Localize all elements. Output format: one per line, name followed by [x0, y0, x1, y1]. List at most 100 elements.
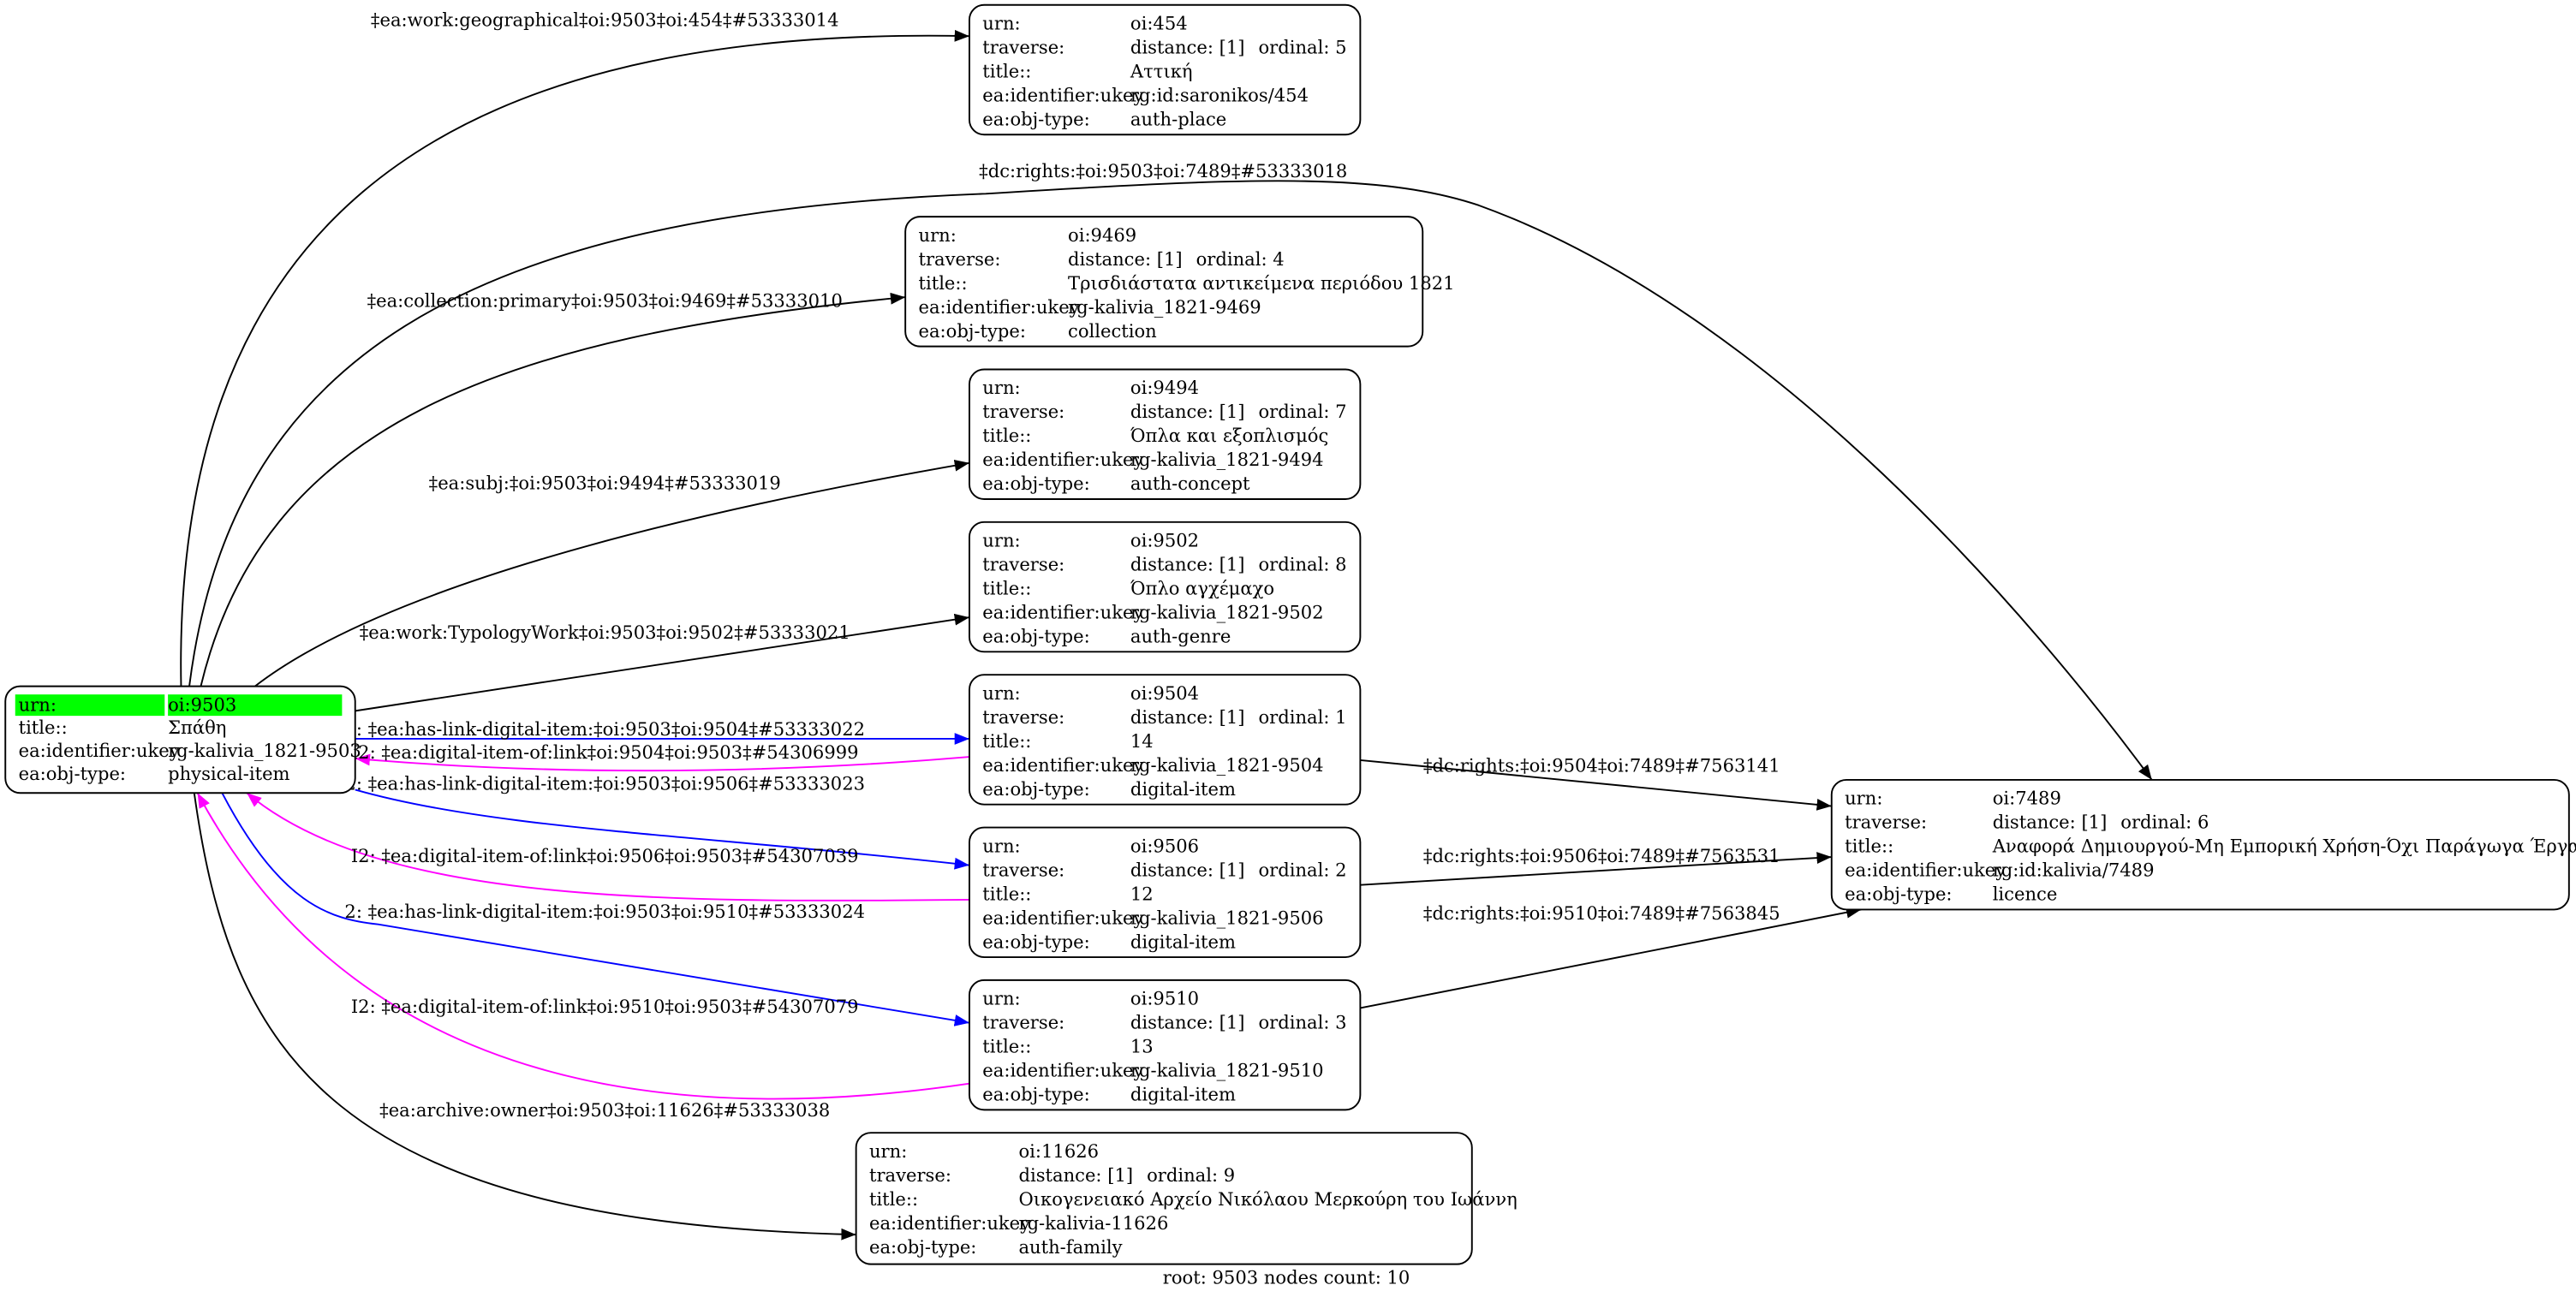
field-label: urn: — [982, 988, 1020, 1009]
field-label: urn: — [982, 530, 1020, 551]
field-label: urn: — [982, 13, 1020, 34]
node-box — [969, 3, 1362, 136]
graph-edge[interactable]: 2: ‡ea:has-link-digital-item:‡oi:9503‡oi… — [344, 718, 969, 745]
edge-line — [355, 753, 970, 772]
field-label: title:: — [919, 272, 968, 294]
graph-edge[interactable]: 2: ‡ea:has-link-digital-item:‡oi:9503‡oi… — [221, 792, 970, 1026]
graph-edge[interactable]: I2: ‡ea:digital-item-of:link‡oi:9506‡oi:… — [246, 792, 969, 901]
field-label: ea:identifier:ukey — [982, 907, 1143, 928]
graph-edge[interactable]: ‡dc:rights:‡oi:9506‡oi:7489‡#7563531 — [1360, 845, 1832, 886]
graph-edge[interactable]: ‡ea:work:TypologyWork‡oi:9503‡oi:9502‡#5… — [355, 613, 970, 712]
field-label: traverse: — [982, 706, 1064, 728]
node-box — [855, 1132, 1473, 1265]
edge-label: ‡dc:rights:‡oi:9506‡oi:7489‡#7563531 — [1423, 845, 1780, 866]
field-label: traverse: — [982, 401, 1064, 422]
field-value: oi:7489 — [1993, 788, 2061, 809]
edge-label: ‡dc:rights:‡oi:9503‡oi:7489‡#53333018 — [979, 160, 1347, 181]
graph-edge[interactable]: ‡ea:archive:owner‡oi:9503‡oi:11626‡#5333… — [193, 793, 856, 1240]
field-label: ea:obj-type: — [982, 931, 1089, 952]
field-label: ea:identifier:ukey — [19, 740, 180, 761]
field-value: oi:11626 — [1018, 1140, 1099, 1162]
field-label: ea:identifier:ukey — [982, 602, 1143, 623]
field-value: oi:9503 — [168, 693, 236, 715]
field-value: distance: [1] — [1130, 1012, 1245, 1033]
field-label: title:: — [19, 717, 68, 738]
edge-line — [254, 459, 970, 687]
edge-label: ‡dc:rights:‡oi:9504‡oi:7489‡#7563141 — [1423, 754, 1780, 776]
field-value: rg-kalivia_1821-9469 — [1068, 296, 1261, 318]
field-value: oi:9494 — [1130, 377, 1199, 398]
graph-edge[interactable]: ‡dc:rights:‡oi:9504‡oi:7489‡#7563141 — [1360, 754, 1832, 811]
field-value: digital-item — [1130, 1084, 1236, 1105]
field-label: title:: — [982, 1036, 1031, 1057]
field-label: urn: — [919, 224, 957, 246]
field-ordinal: ordinal: 7 — [1258, 401, 1346, 422]
edge-line — [1360, 759, 1832, 811]
field-value: distance: [1] — [1130, 37, 1245, 58]
graph-edge[interactable]: I2: ‡ea:digital-item-of:link‡oi:9510‡oi:… — [196, 792, 970, 1100]
field-label: ea:identifier:ukey — [919, 296, 1080, 318]
field-label: ea:identifier:ukey — [1845, 860, 2006, 881]
field-label: traverse: — [869, 1164, 951, 1186]
field-value: rg-kalivia_1821-9503 — [168, 740, 361, 761]
field-value: auth-concept — [1130, 473, 1250, 494]
graph-edge[interactable]: I2: ‡ea:digital-item-of:link‡oi:9504‡oi:… — [351, 741, 970, 772]
nodes-layer: urn: oi:454 traverse: distance: [1] ordinal:… — [4, 3, 2576, 1265]
field-value: distance: [1] — [1130, 706, 1245, 728]
edge-line — [246, 792, 969, 901]
field-label: title:: — [982, 883, 1031, 904]
field-label: ea:identifier:ukey — [869, 1212, 1030, 1234]
field-value: distance: [1] — [1130, 554, 1245, 575]
field-value: distance: [1] — [1993, 812, 2108, 833]
field-value: oi:9469 — [1068, 224, 1136, 246]
field-label: urn: — [1845, 788, 1882, 809]
field-value: 14 — [1130, 730, 1154, 752]
field-value: rg:id:saronikos/454 — [1130, 85, 1309, 106]
field-value: distance: [1] — [1130, 859, 1245, 880]
field-label: urn: — [869, 1140, 907, 1162]
field-value: oi:454 — [1130, 13, 1188, 34]
field-value: Οικογενειακό Αρχείο Νικόλαου Μερκούρη το… — [1018, 1188, 1517, 1210]
field-label: traverse: — [1845, 812, 1927, 833]
field-label: ea:obj-type: — [982, 626, 1089, 647]
field-value: rg-kalivia_1821-9510 — [1130, 1060, 1324, 1081]
edge-line — [180, 29, 969, 687]
graph-node-9494[interactable]: urn: oi:9494 traverse: distance: [1] ordinal… — [969, 368, 1362, 500]
field-label: title:: — [982, 730, 1031, 752]
field-label: ea:obj-type: — [982, 1084, 1089, 1105]
edge-label: ‡ea:work:TypologyWork‡oi:9503‡oi:9502‡#5… — [360, 622, 850, 643]
field-label: urn: — [982, 377, 1020, 398]
field-label: ea:obj-type: — [982, 109, 1089, 130]
graph-edge[interactable]: ‡dc:rights:‡oi:9510‡oi:7489‡#7563845 — [1360, 902, 1862, 1009]
field-label: ea:obj-type: — [19, 763, 126, 784]
field-value: oi:9502 — [1130, 530, 1199, 551]
edge-label: I2: ‡ea:digital-item-of:link‡oi:9506‡oi:… — [351, 845, 859, 866]
graph-edge[interactable]: ‡dc:rights:‡oi:9503‡oi:7489‡#53333018 — [188, 160, 2153, 781]
graph-edge[interactable]: ‡ea:subj:‡oi:9503‡oi:9494‡#53333019 — [254, 459, 970, 687]
field-value: distance: [1] — [1130, 401, 1245, 422]
graph-edge[interactable]: ‡ea:work:geographical‡oi:9503‡oi:454‡#53… — [180, 9, 969, 687]
field-value: digital-item — [1130, 931, 1236, 952]
edge-label: ‡ea:work:geographical‡oi:9503‡oi:454‡#53… — [371, 9, 839, 31]
graph-edge[interactable]: 2: ‡ea:has-link-digital-item:‡oi:9503‡oi… — [344, 772, 970, 870]
graph-edge[interactable]: ‡ea:collection:primary‡oi:9503‡oi:9469‡#… — [200, 290, 906, 687]
field-ordinal: ordinal: 2 — [1258, 859, 1346, 880]
field-value: auth-family — [1018, 1236, 1122, 1258]
field-label: urn: — [982, 682, 1020, 704]
field-value: oi:9504 — [1130, 682, 1199, 704]
field-ordinal: ordinal: 4 — [1196, 248, 1285, 270]
graph-node-9503[interactable]: urn:oi:9503title::Σπάθηea:identifier:uke… — [4, 685, 361, 794]
edge-label: 2: ‡ea:has-link-digital-item:‡oi:9503‡oi… — [344, 901, 865, 922]
field-label: title:: — [1845, 836, 1893, 857]
field-value: rg-kalivia_1821-9494 — [1130, 449, 1324, 470]
field-value: oi:9506 — [1130, 835, 1199, 856]
field-label: traverse: — [919, 248, 1001, 270]
